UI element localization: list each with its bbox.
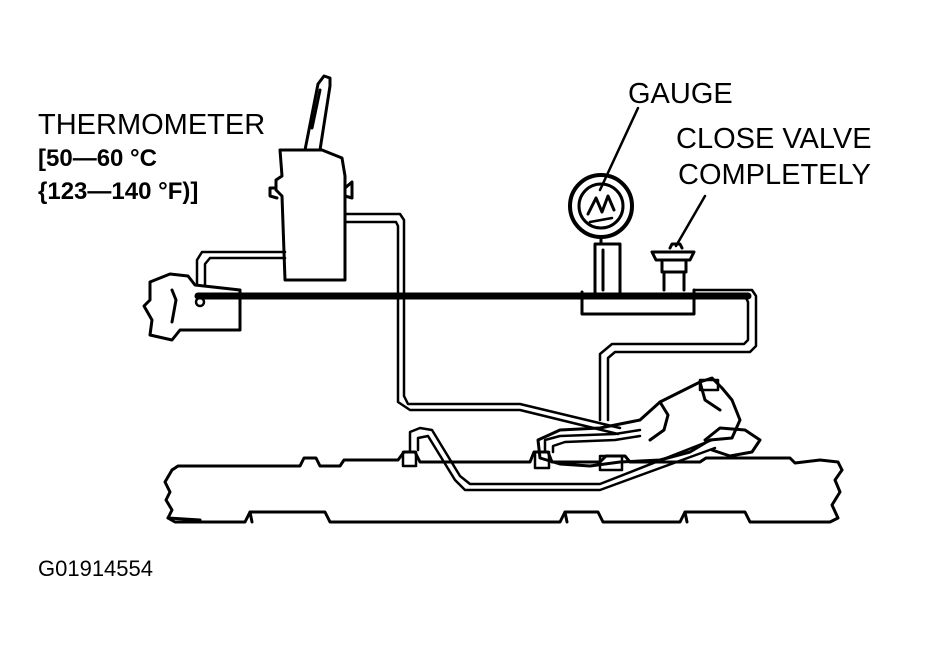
gauge-leader-line [598,106,640,192]
pressure-gauge [568,173,634,246]
gear-valve-body [401,376,762,472]
steering-gear-housing [163,450,844,524]
valve-label-line1: CLOSE VALVE [676,123,872,155]
oil-pump [142,272,242,342]
gauge-label: GAUGE [628,78,733,110]
reservoir-to-rack-line [343,212,622,436]
thermometer-label: THERMOMETER [38,109,266,141]
rack-feed-lines [408,426,717,492]
gauge-manifold [580,242,696,316]
valve-leader-line [674,194,707,248]
valve-label-line2: COMPLETELY [678,159,871,191]
thermometer-stem [303,74,332,152]
pump-return-line [195,250,287,287]
oil-reservoir [268,148,354,282]
fahrenheit-range-label: {123—140 °F)] [38,178,199,205]
celsius-range-label: [50—60 °C [38,145,157,172]
shutoff-valve [650,242,696,292]
valve-to-rack-line [598,288,758,422]
figure-id: G01914554 [38,556,153,581]
